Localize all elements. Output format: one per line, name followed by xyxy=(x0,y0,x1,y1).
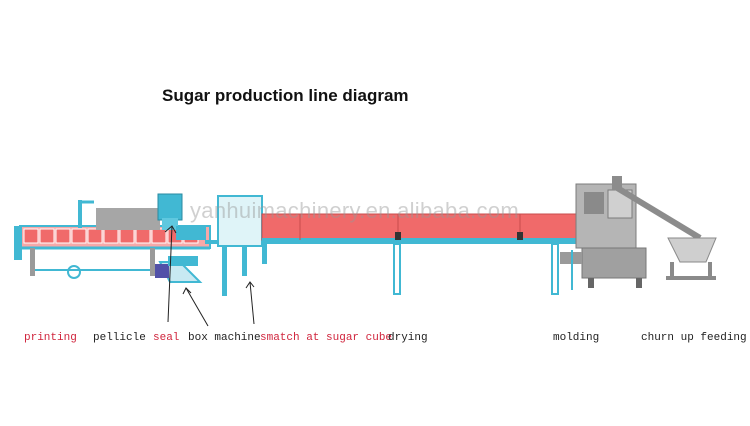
packaging-conveyor xyxy=(14,193,211,283)
stage-label-drying: drying xyxy=(388,332,428,344)
diagram-title: Sugar production line diagram xyxy=(162,86,409,105)
watermark: yanhuimachinery.en.alibaba.com xyxy=(190,198,519,223)
stage-label-seal: seal xyxy=(153,332,180,344)
label-pointers xyxy=(164,225,255,327)
stage-label-sugar-cube: smatch at sugar cube xyxy=(260,332,393,344)
stage-label-pellicle: pellicle xyxy=(93,332,146,344)
stage-label-box-machine: box machine xyxy=(188,332,261,344)
stage-label-churn-up-feeding: churn up feeding xyxy=(641,332,747,344)
stage-label-printing: printing xyxy=(24,332,77,344)
drying-conveyor xyxy=(261,213,581,295)
box-machine xyxy=(205,195,263,296)
screw-feeder xyxy=(612,176,717,280)
stage-label-molding: molding xyxy=(553,332,600,344)
